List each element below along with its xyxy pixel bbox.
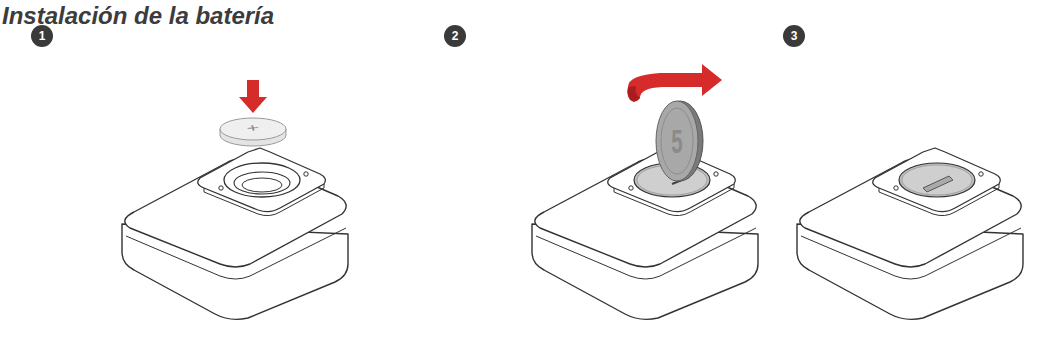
callout-number: 1 bbox=[31, 25, 53, 47]
coin bbox=[656, 101, 703, 181]
callout-number: 2 bbox=[444, 25, 466, 47]
battery bbox=[220, 118, 286, 146]
callout-number: 3 bbox=[783, 25, 805, 47]
battery-polarity: + bbox=[245, 122, 261, 134]
coin-number: 5 bbox=[671, 124, 682, 158]
insert-arrow bbox=[239, 80, 267, 113]
turn-arrow bbox=[627, 64, 722, 102]
